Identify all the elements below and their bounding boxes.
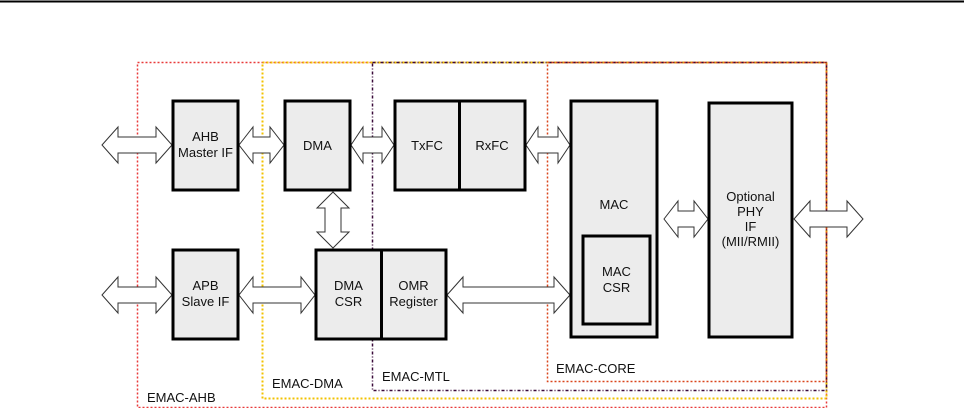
label-phy-line1: Optional xyxy=(726,189,775,204)
label-omr-line1: OMR xyxy=(398,278,428,293)
label-ahb-line1: AHB xyxy=(192,129,219,144)
region-emac-core xyxy=(546,61,828,383)
block-mac-csr xyxy=(581,234,652,326)
region-label-emac-mtl: EMAC-MTL xyxy=(382,369,450,384)
arrow-phy-to-ext xyxy=(793,199,864,239)
block-ahb-master-if xyxy=(171,99,240,192)
arrow-dma-to-dma-csr xyxy=(315,191,351,249)
label-dma: DMA xyxy=(303,138,332,153)
label-dma-csr-line2: CSR xyxy=(335,294,362,309)
label-phy-line2: PHY xyxy=(737,204,764,219)
label-phy-line3: IF xyxy=(745,219,757,234)
arrow-apb-slave-to-dma-csr xyxy=(238,275,316,315)
label-phy-line4: (MII/RMII) xyxy=(722,234,780,249)
label-omr-line2: Register xyxy=(389,294,438,309)
block-optional-phy-if xyxy=(707,101,794,339)
block-apb-slave-if xyxy=(171,248,240,341)
label-txfc: TxFC xyxy=(411,138,443,153)
label-rxfc: RxFC xyxy=(475,138,508,153)
region-label-emac-core: EMAC-CORE xyxy=(556,361,636,376)
label-mac: MAC xyxy=(600,197,629,212)
arrow-omr-to-mac xyxy=(446,275,571,315)
label-ahb-line2: Master IF xyxy=(178,145,233,160)
label-mac-csr-line1: MAC xyxy=(602,264,631,279)
arrow-dma-to-txfc xyxy=(350,125,395,165)
block-dma xyxy=(283,99,352,192)
arrow-mac-to-phy xyxy=(663,199,709,239)
label-mac-csr-line2: CSR xyxy=(603,280,630,295)
label-apb-line2: Slave IF xyxy=(182,294,230,309)
region-label-emac-dma: EMAC-DMA xyxy=(272,376,343,391)
region-label-emac-ahb: EMAC-AHB xyxy=(147,390,216,405)
label-apb-line1: APB xyxy=(192,278,218,293)
label-dma-csr-line1: DMA xyxy=(334,278,363,293)
